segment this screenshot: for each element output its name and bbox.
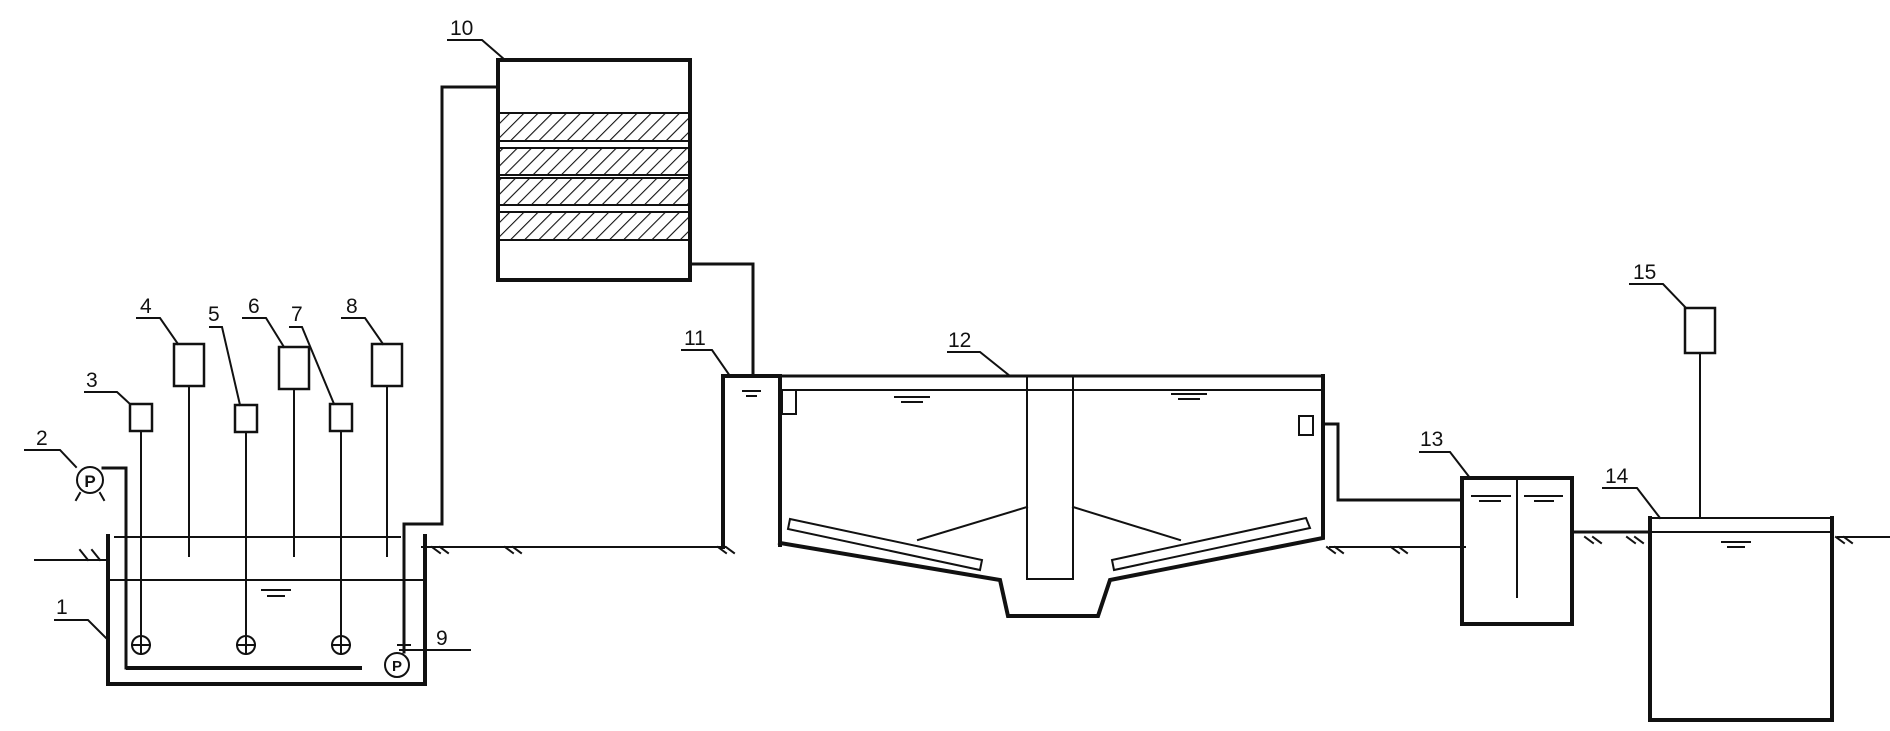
- label-11: 11: [684, 327, 706, 350]
- meter-6: [277, 345, 311, 557]
- label-10: 10: [450, 17, 473, 40]
- filter-column-10: [496, 58, 755, 378]
- tank-13: [1460, 476, 1652, 626]
- label-14: 14: [1605, 465, 1629, 488]
- leader-lines: [24, 39, 1688, 651]
- pump-9-symbol: P: [392, 658, 402, 675]
- dosing-unit-3: [128, 402, 154, 655]
- label-2: 2: [36, 427, 48, 450]
- label-8: 8: [346, 295, 358, 318]
- clarifier-12: [777, 374, 1464, 618]
- meter-4: [172, 342, 206, 557]
- submersible-pump-9: P: [384, 85, 500, 678]
- dosing-unit-7: [328, 402, 354, 655]
- label-9: 9: [436, 627, 448, 650]
- label-12: 12: [948, 329, 971, 352]
- ground-line: [34, 536, 1890, 561]
- number-labels: 1 2 3 4 5 6 7 8 9 10 11 12 13 14 15: [36, 17, 1656, 650]
- meter-15: [1683, 306, 1717, 519]
- label-6: 6: [248, 295, 260, 318]
- label-13: 13: [1420, 428, 1443, 451]
- label-15: 15: [1633, 261, 1656, 284]
- tank-14: [1648, 516, 1834, 722]
- label-4: 4: [140, 295, 152, 318]
- label-7: 7: [291, 303, 303, 326]
- blower-pump-2: P: [74, 466, 128, 670]
- tank-1-aeration: [106, 534, 427, 686]
- label-5: 5: [208, 303, 220, 326]
- ground-hatches: [78, 535, 1854, 562]
- meter-8: [370, 342, 404, 557]
- inlet-box-11: [721, 374, 782, 549]
- label-3: 3: [86, 369, 98, 392]
- label-1: 1: [56, 596, 68, 619]
- dosing-unit-5: [233, 403, 259, 655]
- pump-2-symbol: P: [84, 472, 95, 491]
